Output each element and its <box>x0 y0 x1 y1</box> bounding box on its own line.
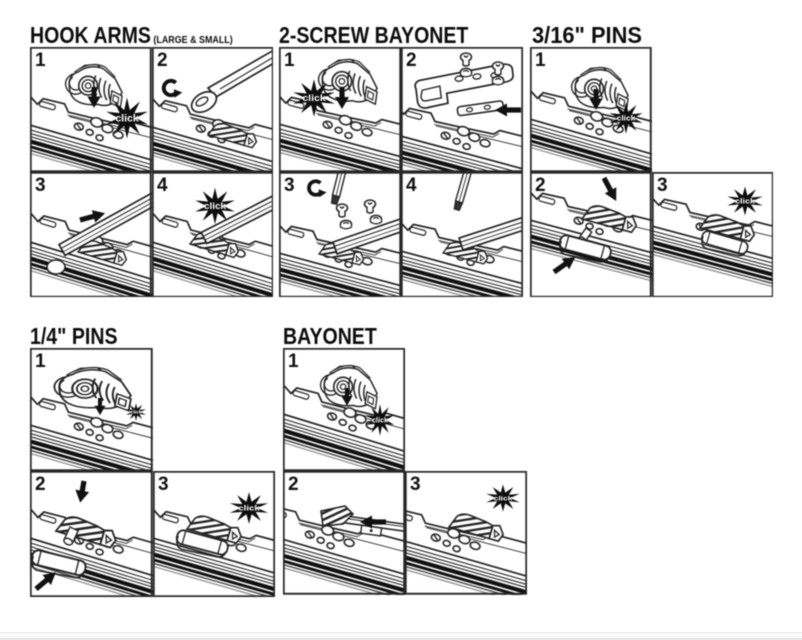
svg-text:1: 1 <box>535 50 546 71</box>
svg-text:1: 1 <box>284 50 295 71</box>
svg-text:3: 3 <box>284 175 295 196</box>
svg-text:2: 2 <box>406 50 417 71</box>
svg-text:2: 2 <box>157 50 168 71</box>
svg-text:4: 4 <box>406 175 417 196</box>
svg-text:2: 2 <box>35 474 46 495</box>
svg-text:4: 4 <box>157 175 168 196</box>
svg-text:3: 3 <box>657 175 668 196</box>
svg-text:2: 2 <box>288 474 299 495</box>
svg-text:1: 1 <box>35 50 46 71</box>
svg-text:3: 3 <box>410 474 421 495</box>
svg-text:3: 3 <box>158 474 169 495</box>
svg-text:2: 2 <box>535 175 546 196</box>
svg-text:1: 1 <box>288 351 299 372</box>
svg-text:3: 3 <box>35 175 46 196</box>
svg-text:1: 1 <box>35 351 46 372</box>
